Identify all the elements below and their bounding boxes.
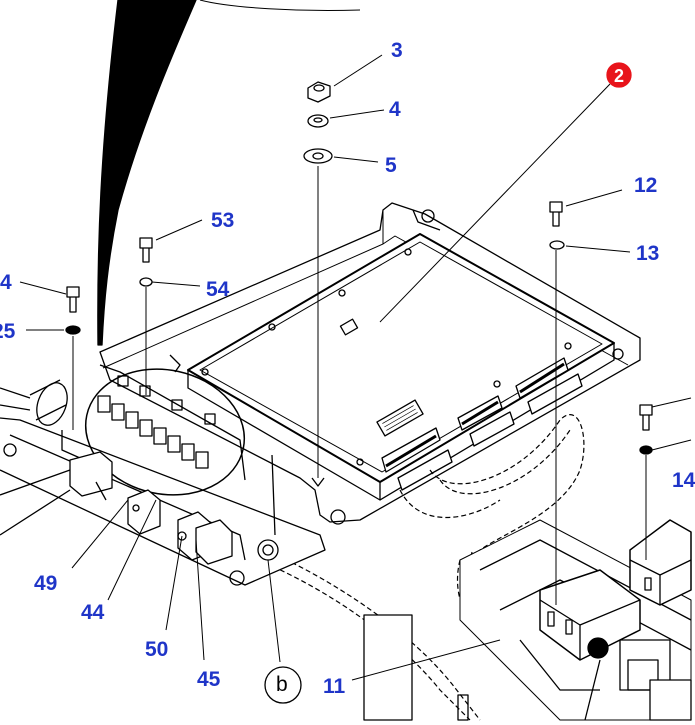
part-label-12: 12 [634,174,658,197]
bolt-12 [549,201,563,227]
part-label-14: 14 [672,469,695,492]
part-label-25: 25 [0,320,16,343]
part-label-54: 54 [206,278,230,301]
nut-3 [307,81,331,103]
bolt-53 [139,237,153,263]
part-label-53: 53 [211,209,235,232]
controller-connectors [381,357,583,491]
part-label-44: 44 [81,601,105,624]
part-label-49: 49 [34,572,58,595]
washer-5 [303,148,333,164]
callout-number-2: 2 [614,66,624,86]
bolt-14 [639,404,653,431]
bolt-4-left [66,286,80,313]
part-label-4: 4 [389,98,401,121]
callout-circle-2 [606,62,632,88]
washer-54 [139,277,153,287]
part-label-3: 3 [391,39,403,62]
washer-25 [65,325,81,335]
black-cable-strip [97,0,197,346]
relay-blocks [97,375,216,469]
part-label-4-left: 4 [0,271,12,294]
part-label-50: 50 [145,638,169,661]
part-label-13: 13 [636,242,660,265]
part-label-45: 45 [197,668,221,691]
washer-4 [307,114,329,128]
part-label-5: 5 [385,154,397,177]
part-label-11: 11 [323,675,346,698]
washer-13 [549,240,565,250]
reference-circle-b [264,666,302,704]
reference-letter-b: b [276,673,288,696]
